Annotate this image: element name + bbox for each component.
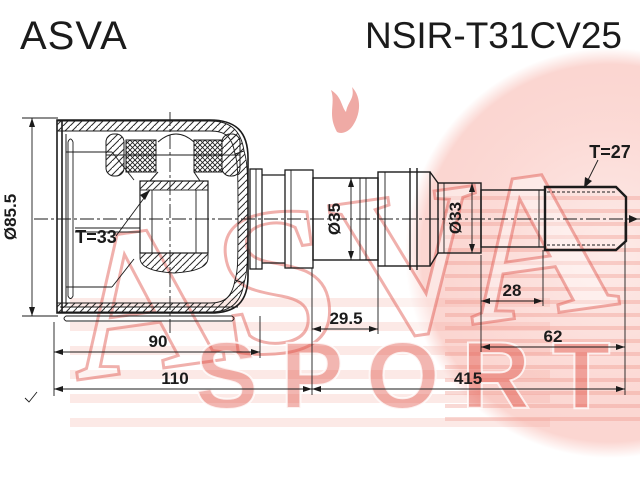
dim-boot-diameter: Ø35 [325,203,344,235]
part-number: NSIR-T31CV25 [364,15,622,56]
bearing-block-left [125,139,157,173]
dim-415: 415 [454,369,482,388]
bearing-assembly [105,133,241,182]
dim-110: 110 [161,369,188,388]
spline-bore [139,180,209,274]
watermark-flame-icon [331,87,360,133]
dim-ring-diameter: Ø33 [446,202,465,234]
bearing-block-right [193,139,223,173]
dim-90: 90 [149,332,168,351]
stray-mark [24,391,38,403]
cv-joint-drawing: Ø85.5 T=33 Ø35 Ø33 T=27 28 29.5 62 90 11… [1,112,640,403]
dimension-labels: Ø85.5 T=33 Ø35 Ø33 T=27 28 29.5 62 90 11… [1,142,631,388]
housing-bottom-lip [60,306,238,322]
brand-logo: ASVA [20,14,128,58]
watermark-stripes [70,196,640,427]
housing-interior-lines [66,138,140,299]
watermark-sport-text: SPORT [195,323,632,429]
watermark: ASVA SPORT [48,48,640,458]
dim-housing-diameter: Ø85.5 [1,194,20,240]
shaft-spline-end [543,185,628,252]
dim-28: 28 [503,281,522,300]
dimension-arrows [29,118,625,392]
dim-outer-spline: T=27 [589,142,631,162]
shaft-profile [312,168,546,270]
dim-29-5: 29.5 [329,309,362,328]
housing-hatch-right-wall [234,150,249,284]
dim-62: 62 [544,327,563,346]
dim-inner-spline: T=33 [75,227,117,247]
watermark-circle [405,48,640,458]
housing-outline [56,119,249,314]
centerline-end-arrow [629,215,638,223]
